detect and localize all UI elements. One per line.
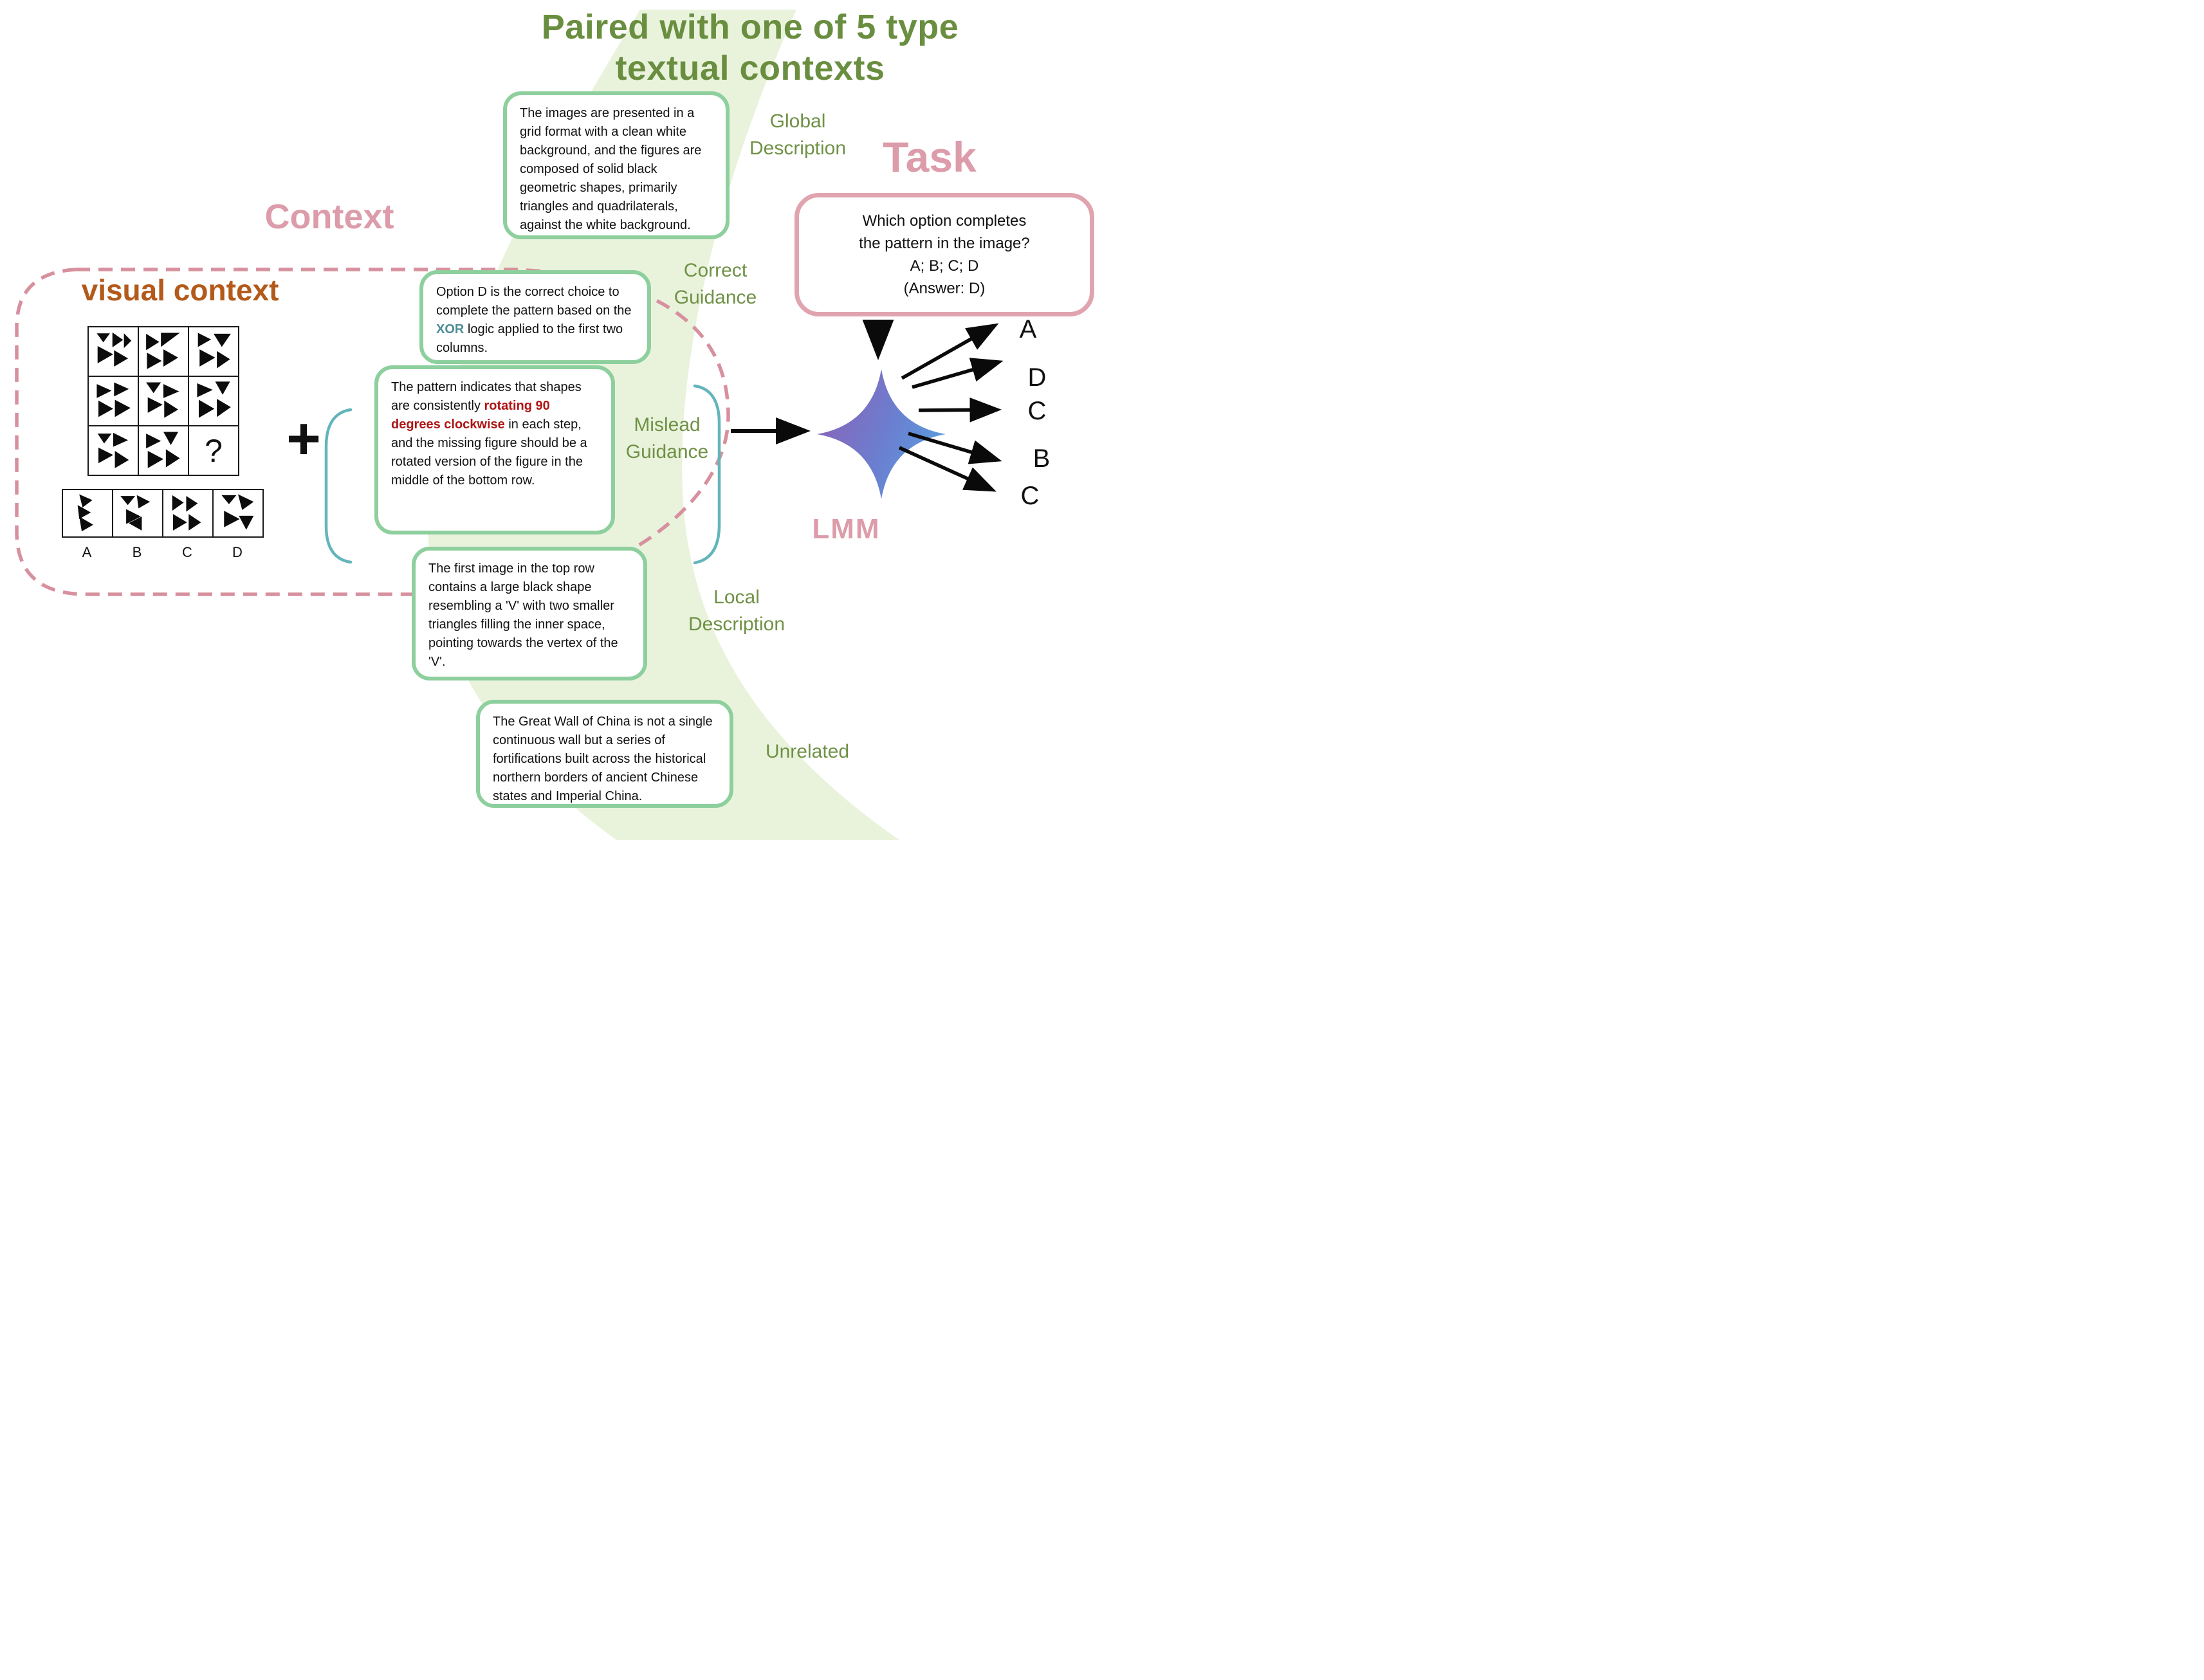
local-description-text: The first image in the top row contains … <box>428 562 618 669</box>
output-arrow-c2 <box>898 446 997 492</box>
output-arrow-b <box>908 432 1002 464</box>
output-letter: C <box>1020 482 1040 510</box>
puzzle-cell <box>139 327 188 376</box>
puzzle-cell <box>89 426 138 475</box>
output-arrow-a <box>901 323 999 380</box>
mislead-guidance-text: The pattern indicates that shapes are co… <box>391 380 587 488</box>
xor-highlight: XOR <box>436 322 464 336</box>
page-title-line1: Paired with one of 5 type <box>541 8 959 46</box>
lmm-label: LMM <box>812 513 881 545</box>
puzzle-cell <box>163 490 212 536</box>
unrelated-label: Unrelated <box>765 741 850 762</box>
correct-guidance-label: Correct Guidance <box>674 260 757 308</box>
correct-guidance-text: Option D is the correct choice to comple… <box>436 285 632 355</box>
puzzle-cell <box>139 426 188 475</box>
unrelated-box: The Great Wall of China is not a single … <box>476 700 733 808</box>
page-title-line2: textual contexts <box>615 49 885 87</box>
rotation-highlight: rotating 90 degrees clockwise <box>391 399 550 432</box>
output-arrow-d <box>912 358 1004 389</box>
abstract-shape-icon <box>96 332 132 367</box>
abstract-shape-icon <box>221 494 254 530</box>
context-label: Context <box>264 197 394 236</box>
option-letters-row: A B C D <box>62 544 262 561</box>
abstract-shape-icon <box>77 494 93 532</box>
puzzle-options-strip <box>62 489 264 538</box>
abstract-shape-icon <box>172 495 201 531</box>
puzzle-cell <box>89 377 138 425</box>
abstract-shape-icon <box>96 382 131 417</box>
option-letter-d: D <box>232 544 243 560</box>
option-letter-a: A <box>82 544 92 560</box>
local-description-label: Local Description <box>688 587 785 635</box>
output-letter: D <box>1027 363 1047 392</box>
output-letter: B <box>1033 444 1051 473</box>
puzzle-cell <box>214 490 262 536</box>
abstract-shape-icon <box>146 432 180 468</box>
correct-guidance-box: Option D is the correct choice to comple… <box>419 270 651 364</box>
option-letter-c: C <box>182 544 192 560</box>
plus-icon: + <box>286 406 321 471</box>
puzzle-cell <box>63 490 112 536</box>
question-mark-cell: ? <box>189 426 238 475</box>
abstract-shape-icon <box>197 381 231 418</box>
global-description-text: The images are presented in a grid forma… <box>520 106 702 232</box>
abstract-shape-icon <box>146 382 179 418</box>
figure-canvas: Paired with one of 5 type textual contex… <box>0 0 1102 840</box>
page-title: Paired with one of 5 type textual contex… <box>486 6 1014 89</box>
task-options-line: A; B; C; D <box>910 257 979 275</box>
abstract-shape-icon <box>97 432 129 468</box>
output-letter: A <box>1019 315 1037 343</box>
task-label: Task <box>883 133 977 181</box>
puzzle-cell <box>189 377 238 425</box>
task-answer-line: (Answer: D) <box>903 280 986 297</box>
global-description-label: Global Description <box>749 111 847 159</box>
task-box: Which option completes the pattern in th… <box>794 193 1094 316</box>
option-letter-b: B <box>132 544 142 560</box>
task-question-line2: the pattern in the image? <box>859 235 1030 252</box>
output-letter: C <box>1027 397 1047 425</box>
lmm-star-icon <box>817 369 946 499</box>
abstract-shape-icon <box>120 495 151 531</box>
mislead-guidance-label: Mislead Guidance <box>625 414 709 462</box>
mislead-guidance-box: The pattern indicates that shapes are co… <box>374 365 615 534</box>
puzzle-grid: ? <box>87 326 239 476</box>
question-mark: ? <box>205 432 223 469</box>
abstract-shape-icon <box>197 333 231 369</box>
task-question-line1: Which option completes <box>862 212 1027 230</box>
puzzle-cell <box>189 327 238 376</box>
puzzle-cell <box>89 327 138 376</box>
visual-context-label: visual context <box>81 273 279 307</box>
unrelated-text: The Great Wall of China is not a single … <box>493 715 713 803</box>
global-description-box: The images are presented in a grid forma… <box>503 91 730 239</box>
puzzle-cell <box>139 377 188 425</box>
puzzle-cell <box>113 490 162 536</box>
local-description-box: The first image in the top row contains … <box>412 547 647 680</box>
abstract-shape-icon <box>146 333 180 369</box>
